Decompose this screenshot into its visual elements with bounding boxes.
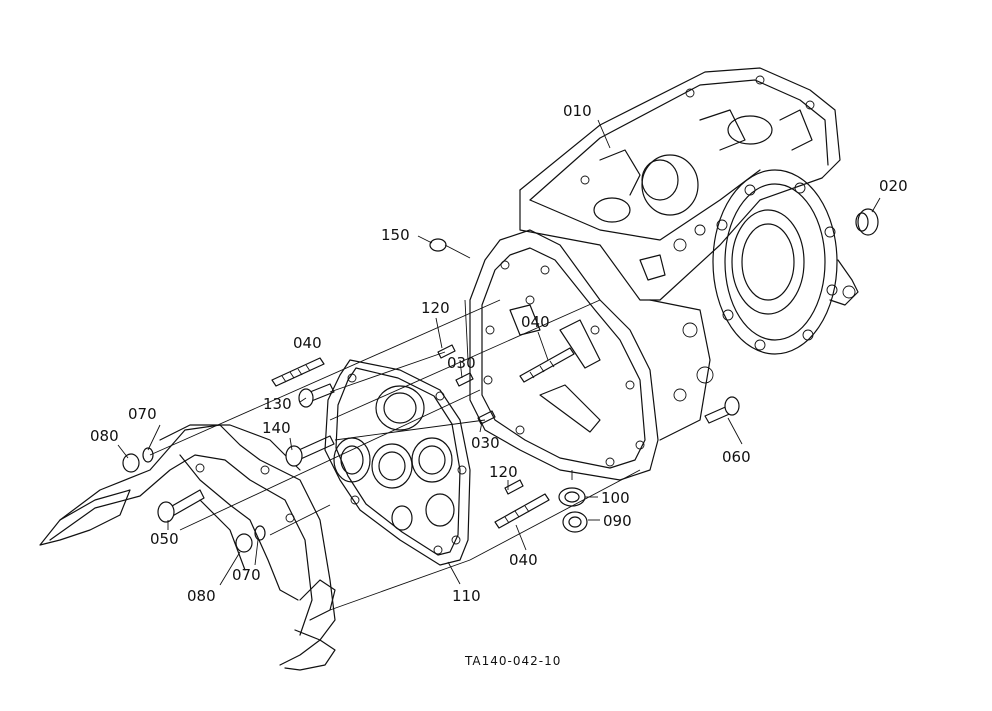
plug-020	[855, 208, 879, 236]
callout-010: 010	[563, 102, 592, 120]
callout-150: 150	[381, 226, 410, 244]
callout-120-lower: 120	[489, 463, 518, 481]
callout-030-lower: 030	[471, 434, 500, 452]
guide-lines	[149, 244, 641, 611]
callout-070-upper: 070	[128, 405, 157, 423]
leader-lines	[117, 119, 881, 586]
o-ring-150	[429, 238, 447, 252]
figure-code: TA140-042-10	[464, 654, 561, 668]
callout-030-upper: 030	[447, 354, 476, 372]
cover-plate-110	[324, 359, 471, 566]
callout-labels: 010 020 150 120 040 040 030 030 130 070 …	[90, 102, 908, 605]
callout-090: 090	[603, 512, 632, 530]
callout-120-upper: 120	[421, 299, 450, 317]
front-frame	[39, 424, 336, 671]
callout-060: 060	[722, 448, 751, 466]
callout-040-left: 040	[293, 334, 322, 352]
callout-130: 130	[263, 395, 292, 413]
transmission-case	[469, 67, 859, 481]
callout-140: 140	[262, 419, 291, 437]
callout-040-middle: 040	[521, 313, 550, 331]
callout-100: 100	[601, 489, 630, 507]
callout-050: 050	[150, 530, 179, 548]
callout-110: 110	[452, 587, 481, 605]
callout-080-lower: 080	[187, 587, 216, 605]
fasteners	[122, 344, 740, 553]
callout-070-lower: 070	[232, 566, 261, 584]
callout-020: 020	[879, 177, 908, 195]
callout-040-lower: 040	[509, 551, 538, 569]
callout-080-upper: 080	[90, 427, 119, 445]
